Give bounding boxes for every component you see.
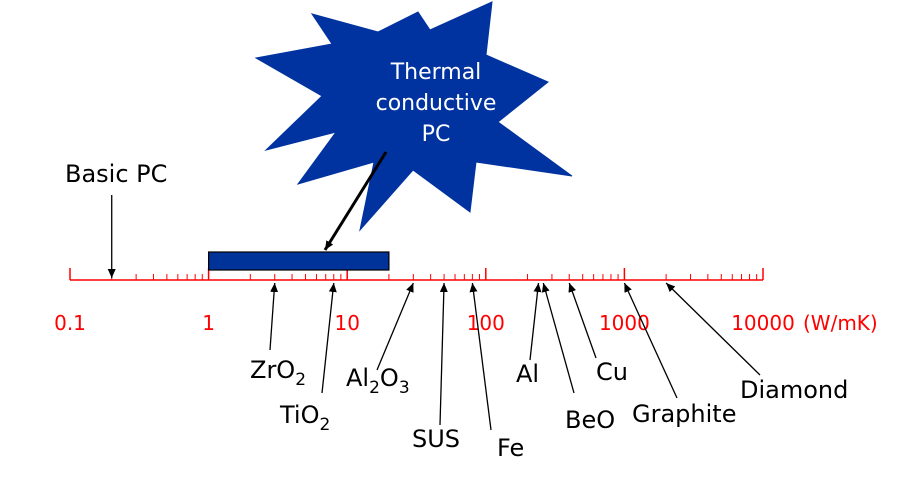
material-label: Diamond [740,376,848,404]
axis-tick-label: 100 [467,311,505,335]
material-label: TiO2 [279,401,330,435]
axis-tick-label: 1000 [599,311,650,335]
material-arrow [469,282,492,431]
axis-tick-label: 0.1 [54,311,86,335]
material-arrow [623,282,678,399]
burst-shape [254,1,573,232]
material-arrow [376,282,414,371]
material-label: ZrO2 [250,356,306,390]
burst-line-3: PC [422,122,451,147]
burst-line-1: Thermal [390,60,482,85]
material-label: BeO [565,406,615,434]
material-label: Al2O3 [346,364,410,398]
material-label: Cu [596,358,628,386]
basic-pc-label: Basic PC [65,160,167,188]
axis-tick-label: 1 [202,311,215,335]
thermal-conductive-pc-burst: Thermal conductive PC [254,1,573,232]
material-arrows [107,151,761,431]
material-label: Al [516,360,539,388]
material-label: Fe [497,434,524,462]
material-arrow [439,282,448,426]
material-arrow [568,282,597,359]
material-arrow [665,282,761,376]
material-arrow [321,282,337,394]
axis-tick-label: 10000 [731,311,795,335]
material-label: SUS [412,425,460,453]
material-arrow [269,282,279,351]
log-axis: 0.1 1 10 100 1000 10000 (W/mK) [54,268,878,335]
burst-line-2: conductive [376,91,497,116]
pc-range-bar [208,251,390,271]
axis-tick-label: 10 [334,311,359,335]
burst-pointer-arrow [323,151,388,251]
material-arrow [529,282,542,361]
material-label: Graphite [632,400,736,428]
material-arrow [541,282,575,394]
axis-unit-label: (W/mK) [803,311,878,335]
